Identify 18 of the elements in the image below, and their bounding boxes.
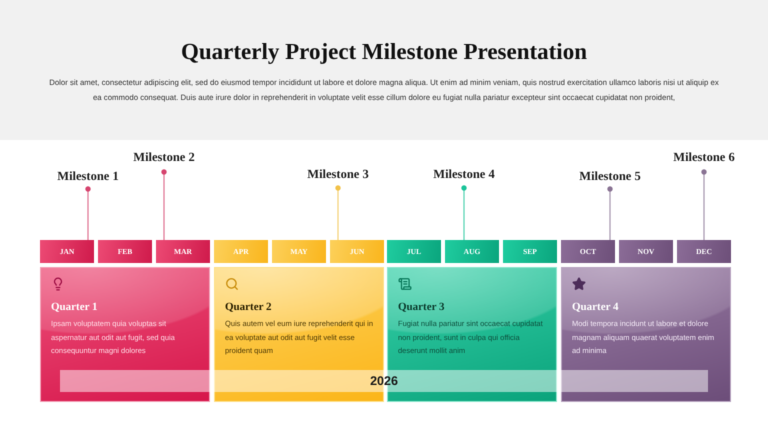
- pin-line: [607, 186, 613, 240]
- pin-line: [161, 169, 167, 240]
- card-heading: Quarter 3: [398, 300, 445, 314]
- pin-line: [701, 169, 707, 240]
- card-heading: Quarter 1: [51, 300, 98, 314]
- card-heading: Quarter 4: [572, 300, 619, 314]
- year-band: 2026: [60, 370, 708, 392]
- pin-line: [335, 185, 341, 240]
- pin-line: [461, 185, 467, 240]
- milestone-label: Milestone 5: [565, 168, 655, 189]
- pin-line: [85, 186, 91, 240]
- quarter-card: [561, 267, 731, 402]
- title: Quarterly Project Milestone Presentation: [181, 38, 587, 66]
- card-heading: Quarter 2: [225, 300, 272, 314]
- quarter-card: [40, 267, 210, 402]
- milestone-label: Milestone 4: [419, 166, 509, 188]
- milestone-label: Milestone 3: [293, 166, 383, 188]
- milestone-label: Milestone 6: [659, 149, 749, 172]
